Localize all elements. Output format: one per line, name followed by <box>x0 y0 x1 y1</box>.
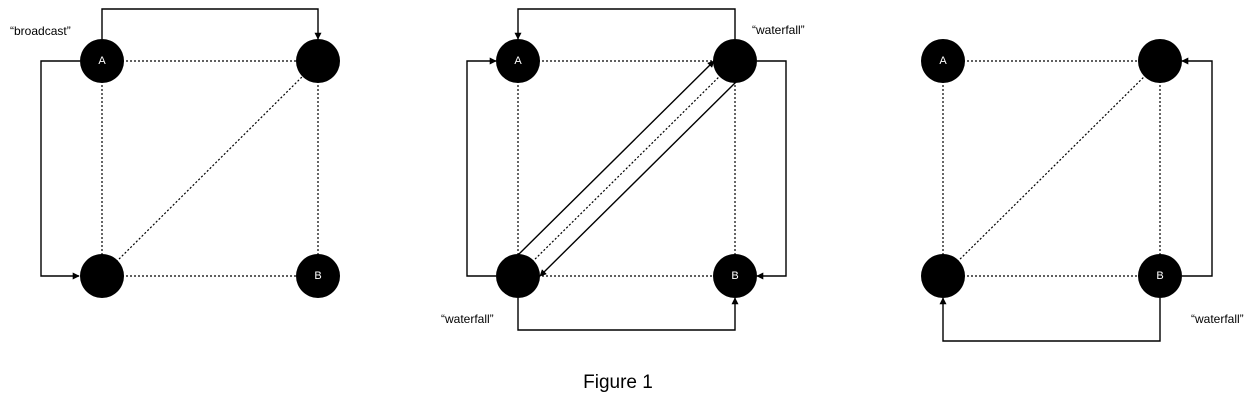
arrow-a-to-bottom-left <box>40 60 80 280</box>
node-top-right <box>1138 39 1182 83</box>
arrow-bottom-left-to-a <box>466 57 497 277</box>
panel-waterfall-both: A B “waterfall” “waterfall” <box>441 8 805 331</box>
node-bottom-left <box>80 254 124 298</box>
arrow-bottom-left-to-b <box>517 297 739 331</box>
node-a-label: A <box>939 55 947 67</box>
node-bottom-left <box>921 254 965 298</box>
node-a-label: A <box>514 55 522 67</box>
node-b-label: B <box>314 270 321 282</box>
annotation-waterfall-top: “waterfall” <box>752 23 805 37</box>
node-b: B <box>713 254 757 298</box>
node-a: A <box>496 39 540 83</box>
node-b-label: B <box>731 270 738 282</box>
figure-caption: Figure 1 <box>583 372 653 393</box>
arrow-diagonal-up <box>517 60 715 256</box>
node-b: B <box>296 254 340 298</box>
edge-diagonal <box>942 60 1161 277</box>
arrow-diagonal-down <box>539 81 737 277</box>
annotation-waterfall-bottom: “waterfall” <box>441 312 494 326</box>
edge-diagonal <box>517 60 736 277</box>
panel-waterfall-single: A B “waterfall” <box>921 39 1244 342</box>
node-a: A <box>921 39 965 83</box>
node-bottom-left <box>496 254 540 298</box>
arrow-b-to-bottom-left <box>939 297 1161 342</box>
annotation-waterfall: “waterfall” <box>1191 312 1244 326</box>
node-top-right <box>713 39 757 83</box>
annotation-broadcast: “broadcast” <box>10 24 71 38</box>
node-a-label: A <box>98 55 106 67</box>
arrow-b-to-top-right <box>1181 57 1213 277</box>
panel-broadcast: A B “broadcast” <box>10 8 340 298</box>
node-top-right <box>296 39 340 83</box>
node-b: B <box>1138 254 1182 298</box>
edge-diagonal <box>101 60 319 277</box>
arrow-top-right-to-b <box>756 60 787 280</box>
arrow-top-right-to-a <box>514 8 736 40</box>
node-b-label: B <box>1156 270 1163 282</box>
node-a: A <box>80 39 124 83</box>
arrow-a-to-top-right <box>101 8 322 40</box>
